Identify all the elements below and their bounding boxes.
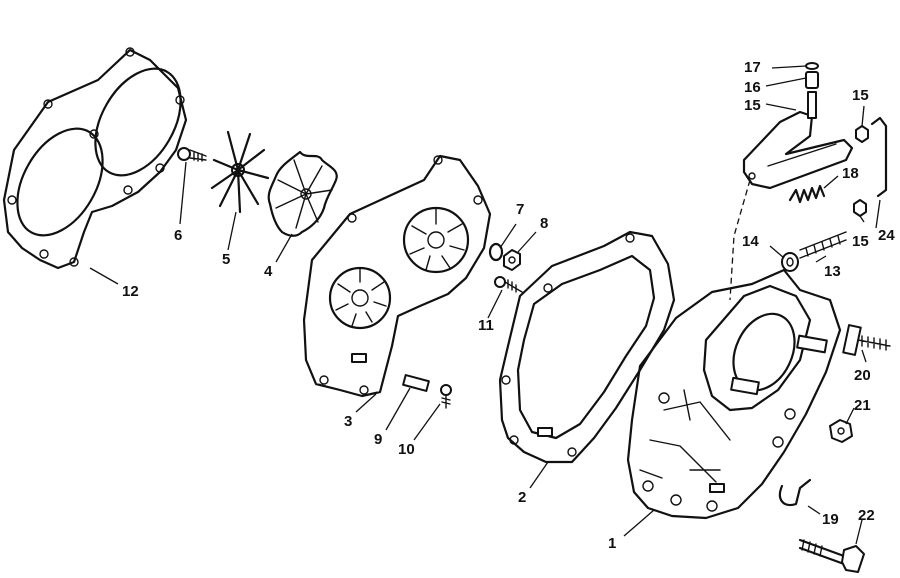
- callout-2: 2: [518, 489, 526, 506]
- part-11-screw: [494, 276, 523, 293]
- callout-12: 12: [122, 283, 139, 300]
- part-18-washer: [805, 62, 819, 70]
- callout-3: 3: [344, 413, 352, 430]
- callout-4: 4: [264, 263, 273, 280]
- part-22-nut: [829, 419, 853, 443]
- part-19-spring: [788, 184, 826, 204]
- assembly-line: [729, 179, 751, 301]
- part-15-nut-lower: [853, 199, 867, 217]
- callout-13: 13: [824, 263, 841, 280]
- part-14-bushing: [781, 252, 799, 272]
- part-21-bolt: [842, 324, 891, 356]
- callout-20: 19: [822, 511, 839, 528]
- part-9-dowel: [402, 374, 430, 392]
- part-2-gasket: [498, 230, 676, 464]
- callout-10: 10: [398, 441, 415, 458]
- part-8-nut: [503, 249, 521, 271]
- callout-9: 9: [374, 431, 382, 448]
- callout-8: 8: [540, 215, 548, 232]
- part-16-lever: [742, 91, 854, 190]
- callout-15-lower: 15: [852, 233, 869, 250]
- callout-11: 11: [478, 317, 494, 334]
- part-17-bushing: [805, 71, 819, 89]
- callout-14: 14: [742, 233, 759, 250]
- callout-23: 22: [858, 507, 875, 524]
- callout-24: 24: [878, 227, 895, 244]
- callout-15-upper: 15: [852, 87, 869, 104]
- callout-5: 5: [222, 251, 230, 268]
- part-5-star-valve: [210, 130, 270, 214]
- part-23-bolt: [798, 538, 865, 573]
- part-6-screw: [177, 147, 207, 162]
- part-20-clip: [778, 478, 812, 507]
- part-24-link-rod: [870, 116, 888, 198]
- callout-6: 6: [174, 227, 182, 244]
- part-10-screw: [440, 384, 452, 409]
- part-15-nut-upper: [855, 125, 869, 143]
- callout-7: 7: [516, 201, 524, 218]
- callout-19: 18: [842, 165, 859, 182]
- callout-1: 1: [608, 535, 616, 552]
- part-13-screw: [799, 231, 847, 259]
- part-12-gasket: [2, 47, 188, 270]
- part-1-pump-body: [626, 268, 842, 520]
- part-3-valve-plate: [302, 154, 492, 398]
- callout-17: 16: [744, 79, 761, 96]
- callout-16: 15: [744, 97, 761, 114]
- part-7-lockwasher: [488, 242, 504, 262]
- callout-21: 20: [854, 367, 871, 384]
- part-4-diaphragm: [267, 150, 338, 237]
- callout-22: 21: [854, 397, 871, 414]
- leader-lines: [89, 65, 881, 545]
- callout-18: 17: [744, 59, 761, 76]
